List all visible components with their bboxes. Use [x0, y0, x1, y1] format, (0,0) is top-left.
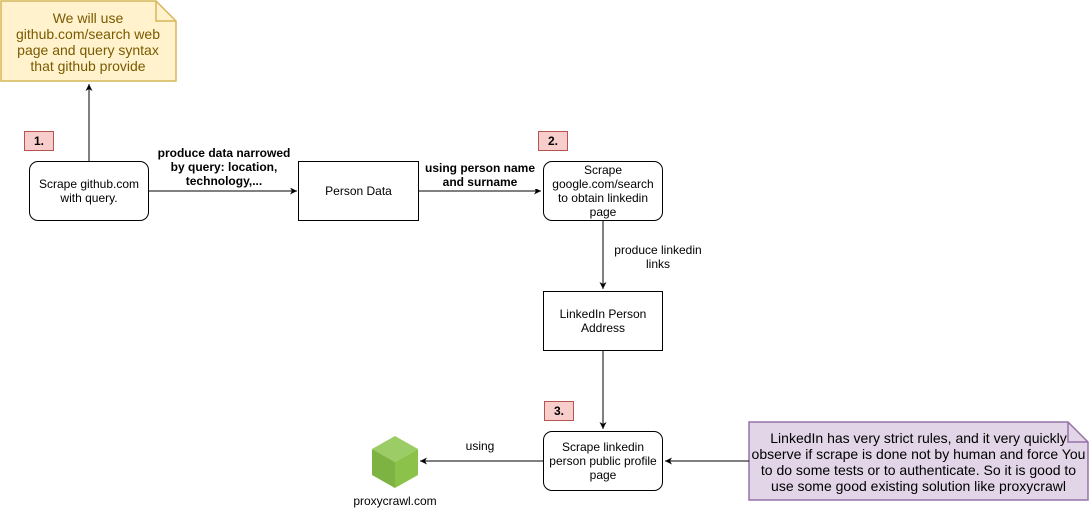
linkedin-address-node[interactable]: LinkedIn Person Address — [543, 291, 663, 351]
scrape-linkedin-node[interactable]: Scrape linkedin person public profile pa… — [543, 431, 663, 491]
step-badge-1: 1. — [24, 131, 54, 151]
edge-label-using: using — [460, 439, 500, 453]
linkedin-note-shape — [748, 421, 1089, 501]
scrape-google-node[interactable]: Scrape google.com/search to obtain linke… — [543, 161, 663, 221]
linkedin-note: LinkedIn has very strict rules, and it v… — [751, 430, 1086, 494]
person-data-node[interactable]: Person Data — [298, 161, 419, 221]
step-badge-2: 2. — [538, 131, 568, 151]
edge-label-linkedin-links: produce linkedin links — [610, 243, 706, 271]
edge-label-person-name: using person name and surname — [420, 161, 540, 189]
green-cube-icon — [372, 436, 418, 488]
step-badge-3: 3. — [544, 401, 574, 421]
scrape-github-node[interactable]: Scrape github.com with query. — [29, 161, 149, 221]
edge-label-narrowed: produce data narrowed by query: location… — [154, 146, 294, 188]
github-note-shape — [0, 0, 177, 82]
proxycrawl-label: proxycrawl.com — [353, 494, 437, 508]
github-note: We will use github.com/search web page a… — [16, 10, 160, 74]
